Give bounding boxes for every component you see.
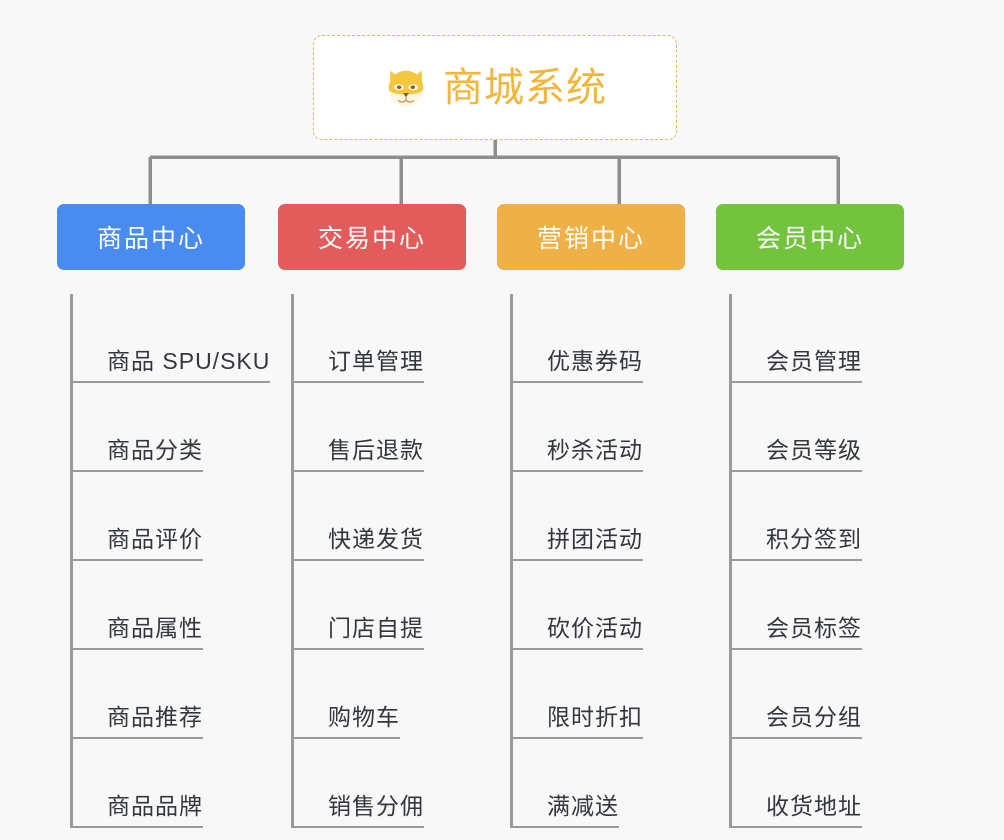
leaf-list-0: 商品 SPU/SKU 商品分类 商品评价 商品属性 商品推荐 商品品牌: [70, 294, 276, 828]
leaf-connector-line: [513, 826, 547, 828]
leaf-item[interactable]: 秒杀活动: [513, 383, 716, 472]
leaf-connector-line: [732, 648, 766, 650]
leaf-label: 会员管理: [766, 348, 862, 383]
leaf-item[interactable]: 收货地址: [732, 739, 935, 828]
category-header-0[interactable]: 商品中心: [57, 204, 245, 270]
category-column-3: 会员中心 会员管理 会员等级 积分签到 会员标签 会员分组: [716, 204, 935, 840]
leaf-label: 砍价活动: [547, 615, 643, 650]
leaf-connector-line: [73, 648, 107, 650]
leaf-item[interactable]: 限时折扣: [513, 650, 716, 739]
leaf-item[interactable]: 商品评价: [73, 472, 276, 561]
root-node[interactable]: 商城系统: [313, 35, 677, 140]
leaf-label: 拼团活动: [547, 526, 643, 561]
leaf-label: 商品属性: [107, 615, 203, 650]
leaf-item[interactable]: 积分签到: [732, 472, 935, 561]
leaf-label: 快递发货: [328, 526, 424, 561]
leaf-connector-line: [513, 381, 547, 383]
leaf-connector-line: [732, 559, 766, 561]
leaf-connector-line: [732, 737, 766, 739]
category-header-label: 商品中心: [96, 225, 205, 253]
leaf-label: 商品推荐: [107, 704, 203, 739]
leaf-connector-line: [294, 470, 328, 472]
category-header-1[interactable]: 交易中心: [278, 204, 466, 270]
root-title: 商城系统: [443, 65, 607, 110]
leaf-connector-line: [73, 826, 107, 828]
leaf-label: 销售分佣: [328, 793, 424, 828]
leaf-item[interactable]: 商品品牌: [73, 739, 276, 828]
leaf-label: 积分签到: [766, 526, 862, 561]
leaf-connector-line: [732, 381, 766, 383]
leaf-connector-line: [73, 470, 107, 472]
dog-face-emoji-icon: [388, 70, 424, 107]
leaf-item[interactable]: 销售分佣: [294, 739, 497, 828]
leaf-item[interactable]: 满减送: [513, 739, 716, 828]
leaf-label: 售后退款: [328, 437, 424, 472]
leaf-item[interactable]: 购物车: [294, 650, 497, 739]
leaf-item[interactable]: 优惠券码: [513, 294, 716, 383]
leaf-item[interactable]: 会员标签: [732, 561, 935, 650]
leaf-label: 会员标签: [766, 615, 862, 650]
leaf-label: 限时折扣: [547, 704, 643, 739]
leaf-label: 优惠券码: [547, 348, 643, 383]
leaf-label: 商品品牌: [107, 793, 203, 828]
leaf-connector-line: [73, 381, 107, 383]
leaf-connector-line: [513, 559, 547, 561]
category-column-0: 商品中心 商品 SPU/SKU 商品分类 商品评价 商品属性 商品推荐: [57, 204, 276, 840]
leaf-item[interactable]: 会员分组: [732, 650, 935, 739]
category-column-2: 营销中心 优惠券码 秒杀活动 拼团活动 砍价活动 限时折扣: [497, 204, 716, 840]
leaf-connector-line: [294, 381, 328, 383]
leaf-label: 购物车: [328, 704, 400, 739]
leaf-label: 收货地址: [766, 793, 862, 828]
leaf-list-2: 优惠券码 秒杀活动 拼团活动 砍价活动 限时折扣 满减送: [510, 294, 716, 828]
category-header-label: 营销中心: [536, 225, 645, 253]
leaf-connector-line: [294, 648, 328, 650]
leaf-label: 秒杀活动: [547, 437, 643, 472]
leaf-item[interactable]: 商品推荐: [73, 650, 276, 739]
category-column-1: 交易中心 订单管理 售后退款 快递发货 门店自提 购物车: [278, 204, 497, 840]
leaf-item[interactable]: 拼团活动: [513, 472, 716, 561]
category-header-label: 会员中心: [755, 225, 864, 253]
leaf-list-3: 会员管理 会员等级 积分签到 会员标签 会员分组 收货地址: [729, 294, 935, 828]
category-header-2[interactable]: 营销中心: [497, 204, 685, 270]
leaf-connector-line: [513, 737, 547, 739]
leaf-connector-line: [294, 826, 328, 828]
leaf-item[interactable]: 商品分类: [73, 383, 276, 472]
leaf-label: 商品评价: [107, 526, 203, 561]
leaf-label: 会员等级: [766, 437, 862, 472]
leaf-connector-line: [73, 737, 107, 739]
leaf-connector-line: [294, 559, 328, 561]
leaf-item[interactable]: 订单管理: [294, 294, 497, 383]
leaf-item[interactable]: 售后退款: [294, 383, 497, 472]
leaf-item[interactable]: 商品属性: [73, 561, 276, 650]
leaf-item[interactable]: 会员管理: [732, 294, 935, 383]
leaf-label: 商品 SPU/SKU: [107, 348, 271, 383]
leaf-connector-line: [513, 648, 547, 650]
category-header-label: 交易中心: [317, 225, 426, 253]
leaf-item[interactable]: 快递发货: [294, 472, 497, 561]
leaf-item[interactable]: 商品 SPU/SKU: [73, 294, 276, 383]
leaf-connector-line: [513, 470, 547, 472]
leaf-label: 订单管理: [328, 348, 424, 383]
leaf-label: 商品分类: [107, 437, 203, 472]
leaf-item[interactable]: 门店自提: [294, 561, 497, 650]
leaf-connector-line: [732, 826, 766, 828]
leaf-label: 满减送: [547, 793, 619, 828]
leaf-connector-line: [73, 559, 107, 561]
leaf-list-1: 订单管理 售后退款 快递发货 门店自提 购物车 销售分佣: [291, 294, 497, 828]
leaf-item[interactable]: 砍价活动: [513, 561, 716, 650]
leaf-item[interactable]: 会员等级: [732, 383, 935, 472]
category-header-3[interactable]: 会员中心: [716, 204, 904, 270]
leaf-connector-line: [732, 470, 766, 472]
leaf-label: 会员分组: [766, 704, 862, 739]
leaf-label: 门店自提: [328, 615, 424, 650]
leaf-connector-line: [294, 737, 328, 739]
category-columns: 商品中心 商品 SPU/SKU 商品分类 商品评价 商品属性 商品推荐: [0, 204, 1004, 840]
